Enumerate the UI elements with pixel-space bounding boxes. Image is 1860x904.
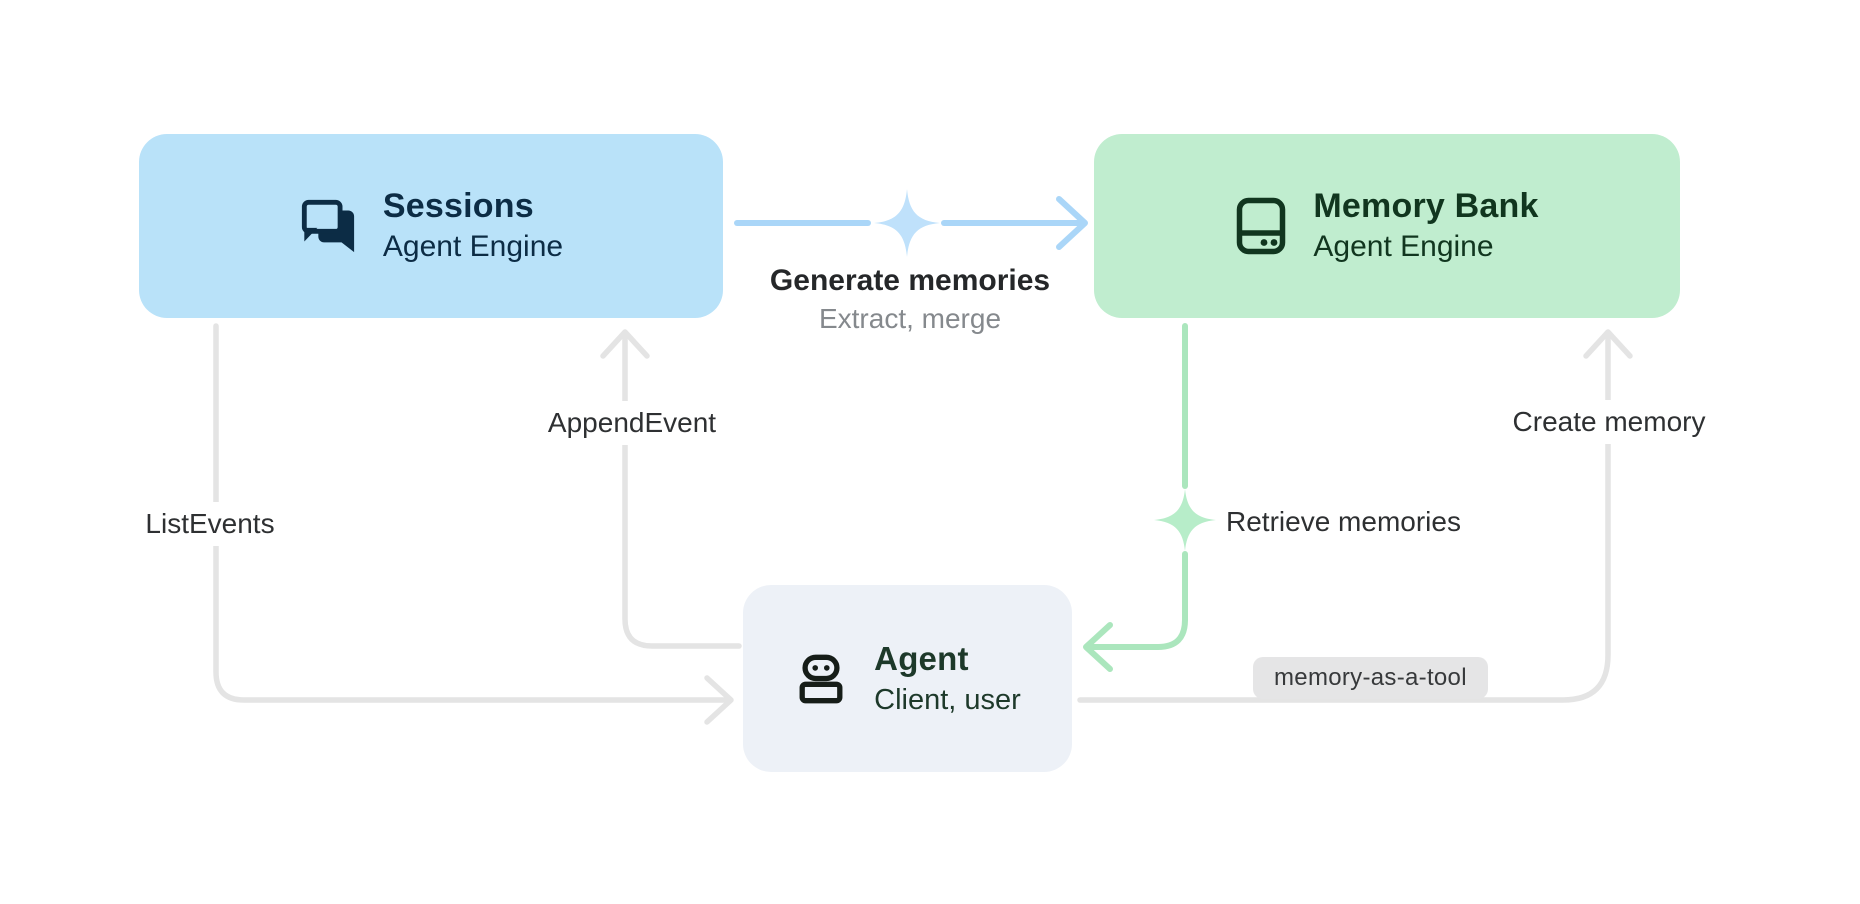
node-sessions: Sessions Agent Engine [139, 134, 723, 318]
edge-sublabel-text: Extract, merge [818, 303, 1002, 334]
gemini-sparkle-icon [1154, 489, 1216, 551]
chat-bubbles-icon [301, 199, 355, 253]
retrieve-memories-arrow-lower [1088, 551, 1188, 650]
node-subtitle: Agent Engine [1313, 230, 1494, 263]
edge-label-text: Generate memories [769, 264, 1051, 297]
list-events-arrow [213, 323, 729, 703]
edge-label-create-memory: Create memory [1500, 400, 1718, 444]
list-events-arrowhead [704, 675, 734, 725]
edge-label-list-events: ListEvents [133, 502, 287, 546]
create-memory-arrowhead [1583, 329, 1633, 359]
node-memory-bank: Memory Bank Agent Engine [1094, 134, 1680, 318]
append-event-arrowhead [600, 329, 650, 359]
node-subtitle: Client, user [874, 683, 1021, 716]
node-agent: Agent Client, user [743, 585, 1072, 772]
retrieve-memories-arrowhead [1083, 622, 1113, 672]
gemini-sparkle-icon [874, 189, 940, 257]
edge-label-generate-memories: Generate memories Extract, merge [770, 262, 1050, 337]
generate-memories-arrowhead [1056, 196, 1088, 250]
node-subtitle: Agent Engine [382, 230, 564, 263]
append-event-arrow [622, 333, 742, 649]
node-title: Agent [874, 639, 969, 677]
edge-label-retrieve-memories: Retrieve memories [1226, 506, 1461, 537]
create-memory-arrow [1077, 333, 1611, 703]
node-title: Memory Bank [1313, 187, 1539, 225]
robot-icon [799, 654, 843, 703]
memory-storage-icon [1237, 197, 1286, 255]
memory-as-a-tool-chip: memory-as-a-tool [1253, 657, 1488, 699]
node-title: Sessions [382, 187, 534, 225]
edge-label-append-event: AppendEvent [535, 401, 729, 445]
